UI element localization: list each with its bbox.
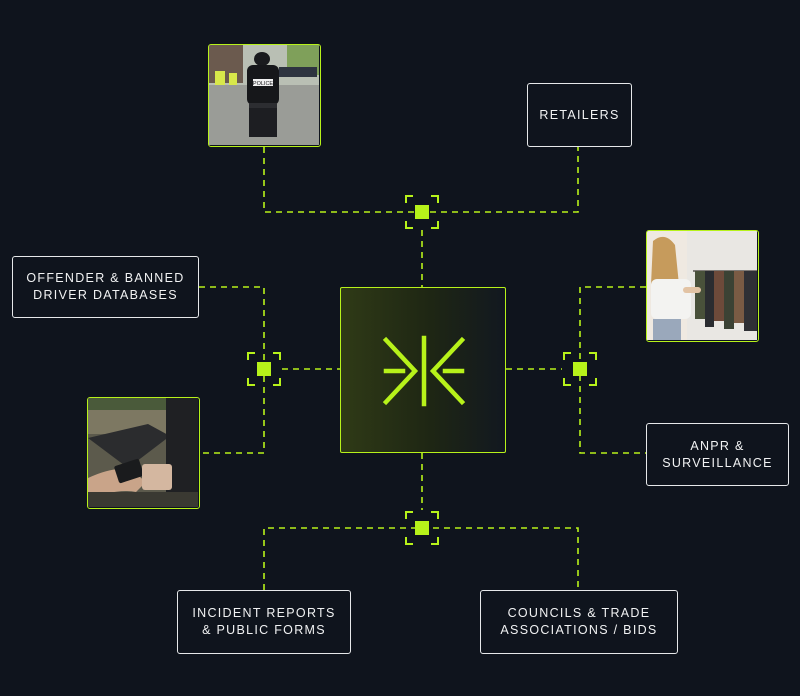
card-payment-photo — [87, 397, 200, 509]
platform-logo-icon — [341, 288, 507, 454]
councils-label: COUNCILS & TRADE ASSOCIATIONS / BIDS — [480, 590, 678, 654]
incident-reports-label: INCIDENT REPORTS & PUBLIC FORMS — [177, 590, 351, 654]
offender-databases-label: OFFENDER & BANNED DRIVER DATABASES — [12, 256, 199, 318]
focus-square-icon — [404, 194, 440, 230]
focus-square-icon — [562, 351, 598, 387]
focus-square-icon — [246, 351, 282, 387]
focus-square-icon — [404, 510, 440, 546]
police-badge-text: POLICE — [253, 81, 274, 87]
clothing-rack-photo — [646, 230, 759, 342]
central-hub — [340, 287, 506, 453]
retailers-label: RETAILERS — [527, 83, 632, 147]
police-officer-photo: POLICE — [208, 44, 321, 147]
anpr-surveillance-label: ANPR & SURVEILLANCE — [646, 423, 789, 486]
